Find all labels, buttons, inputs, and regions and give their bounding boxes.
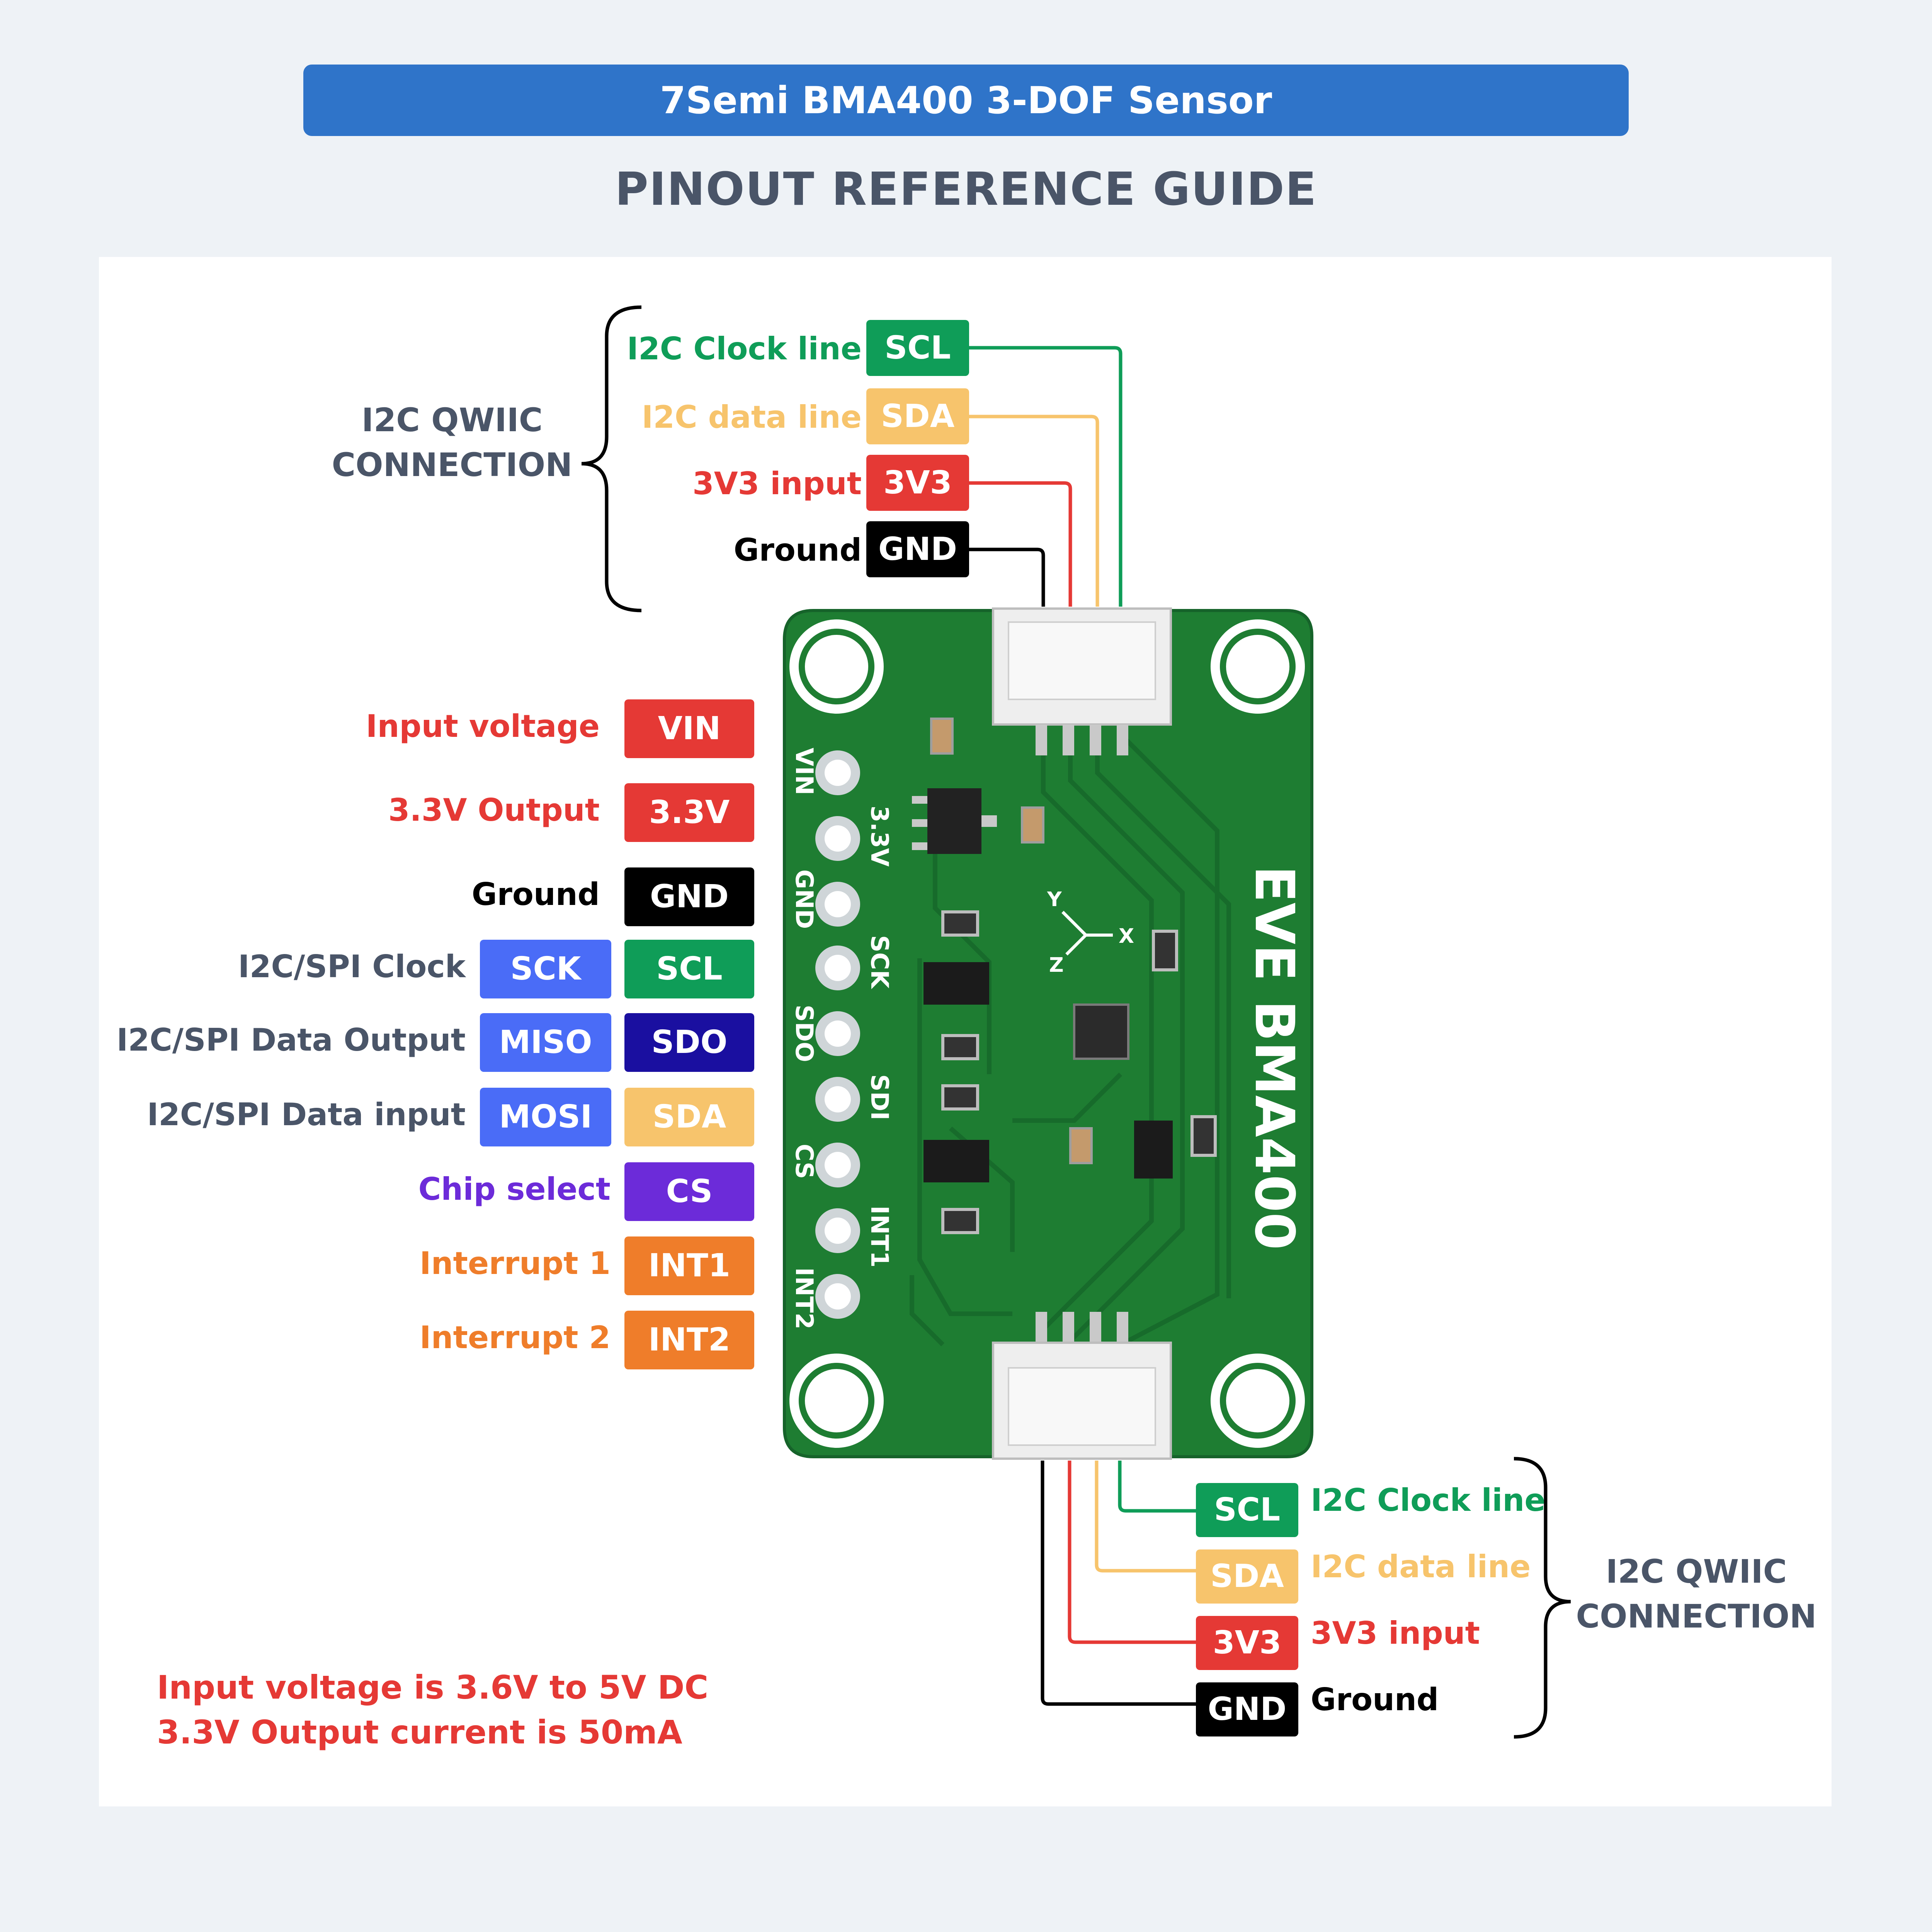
silk-3v3: 3.3V [866, 806, 894, 867]
silk-pin-names: VIN 3.3V GND SCK SDO SDI CS INT1 INT2 [790, 748, 894, 1329]
qwiic-bottom-sda-box: SDA [1196, 1549, 1298, 1604]
pin-sdo-box: SDO [624, 1013, 754, 1072]
qwiic-bottom-3v3-box: 3V3 [1196, 1616, 1298, 1670]
bma400-chip [1073, 1003, 1129, 1060]
qwiic-bottom-group-line2: CONNECTION [1576, 1597, 1817, 1635]
qwiic-bottom-sda-label: I2C data line [1311, 1549, 1531, 1585]
silk-sdi: SDI [866, 1074, 894, 1120]
pin-sck-label: I2C/SPI Clock [238, 949, 466, 985]
bottom-qwiic-wires [1041, 1461, 1196, 1706]
pin-3v3-out-box: 3.3V [624, 783, 754, 842]
silk-int2: INT2 [790, 1267, 818, 1329]
board-silk-name: EVE BMA400 [1243, 866, 1306, 1250]
pin-sdo-label: I2C/SPI Data Output [116, 1022, 466, 1058]
silk-gnd: GND [790, 869, 818, 929]
note-input-voltage: Input voltage is 3.6V to 5V DC [157, 1668, 709, 1706]
pin-scl-box: SCL [624, 940, 754, 998]
pin-cs-box: CS [624, 1162, 754, 1221]
pin-vin-label: Input voltage [366, 708, 600, 744]
top-qwiic-wires [968, 346, 1122, 607]
pin-miso-alt-box: MISO [480, 1013, 611, 1072]
qwiic-bottom-gnd-box: GND [1196, 1682, 1298, 1736]
qwiic-bottom-group-label: I2C QWIIC CONNECTION [1561, 1549, 1832, 1639]
pin-gnd-box: GND [624, 867, 754, 926]
note-output-current: 3.3V Output current is 50mA [157, 1713, 682, 1751]
qwiic-top-sda-box: SDA [866, 388, 969, 444]
qwiic-top-group-line1: I2C QWIIC [361, 401, 543, 439]
qwiic-bottom-scl-box: SCL [1196, 1483, 1298, 1537]
brace-bottom [1514, 1457, 1571, 1739]
wire-bottom-scl [1118, 1461, 1196, 1513]
axis-x-label: X [1119, 925, 1134, 948]
pin-vin-box: VIN [624, 699, 754, 758]
qwiic-top-3v3-label: 3V3 input [692, 466, 862, 502]
pin-int2-box: INT2 [624, 1311, 754, 1369]
qwiic-bottom-group-line1: I2C QWIIC [1605, 1553, 1787, 1590]
brace-top [581, 305, 642, 612]
regulator-ic [927, 788, 981, 854]
silk-int1: INT1 [866, 1206, 894, 1267]
pcb-outline [783, 609, 1313, 1458]
pin-int1-box: INT1 [624, 1236, 754, 1295]
qwiic-top-group-label: I2C QWIIC CONNECTION [317, 398, 587, 488]
silk-vin: VIN [790, 748, 818, 795]
qwiic-connector-bottom [992, 1312, 1172, 1460]
silk-sck: SCK [866, 935, 894, 989]
mounting-holes [789, 619, 1305, 1448]
wire-top-3v3 [968, 481, 1072, 607]
page-title: 7Semi BMA400 3-DOF Sensor [660, 78, 1272, 122]
wire-bottom-gnd [1041, 1461, 1196, 1706]
wire-top-gnd [968, 548, 1045, 607]
qwiic-top-3v3-box: 3V3 [866, 455, 969, 511]
pin-sda-box: SDA [624, 1088, 754, 1146]
pin-int1-label: Interrupt 1 [419, 1245, 611, 1281]
wire-bottom-3v3 [1068, 1461, 1196, 1644]
pcb-board: Y X Z EVE BMA400 VIN 3.3V GND SCK SDO SD… [783, 607, 1313, 1460]
pin-int2-label: Interrupt 2 [419, 1320, 611, 1355]
silk-cs: CS [790, 1144, 818, 1179]
axis-z-label: Z [1049, 954, 1064, 977]
qwiic-bottom-3v3-label: 3V3 input [1311, 1615, 1480, 1651]
qwiic-top-sda-label: I2C data line [641, 399, 862, 435]
pin-mosi-alt-box: MOSI [480, 1088, 611, 1146]
qwiic-bottom-gnd-label: Ground [1311, 1682, 1439, 1718]
pin-cs-label: Chip select [418, 1171, 611, 1207]
wire-bottom-sda [1095, 1461, 1196, 1573]
wire-top-sda [968, 415, 1099, 607]
qwiic-top-scl-label: I2C Clock line [627, 331, 862, 367]
pin-gnd-label: Ground [471, 876, 600, 912]
qwiic-top-group-line2: CONNECTION [332, 446, 573, 484]
axis-y-label: Y [1047, 888, 1062, 911]
pin-sda-label: I2C/SPI Data input [147, 1097, 466, 1133]
title-banner: 7Semi BMA400 3-DOF Sensor [303, 65, 1629, 136]
wire-top-scl [968, 346, 1122, 607]
pin-3v3-out-label: 3.3V Output [388, 792, 600, 828]
qwiic-top-gnd-label: Ground [733, 532, 862, 568]
page-subtitle: PINOUT REFERENCE GUIDE [615, 162, 1317, 216]
pcb-components [912, 718, 1217, 1234]
silk-sdo: SDO [790, 1005, 818, 1062]
qwiic-connector-top [992, 607, 1172, 755]
power-notes: Input voltage is 3.6V to 5V DC 3.3V Outp… [157, 1665, 708, 1755]
axis-marker [1061, 911, 1113, 956]
qwiic-top-gnd-box: GND [866, 521, 969, 577]
pin-sck-alt-box: SCK [480, 940, 611, 998]
header-pads [815, 750, 860, 1319]
qwiic-bottom-scl-label: I2C Clock line [1311, 1482, 1546, 1518]
qwiic-top-scl-box: SCL [866, 320, 969, 376]
